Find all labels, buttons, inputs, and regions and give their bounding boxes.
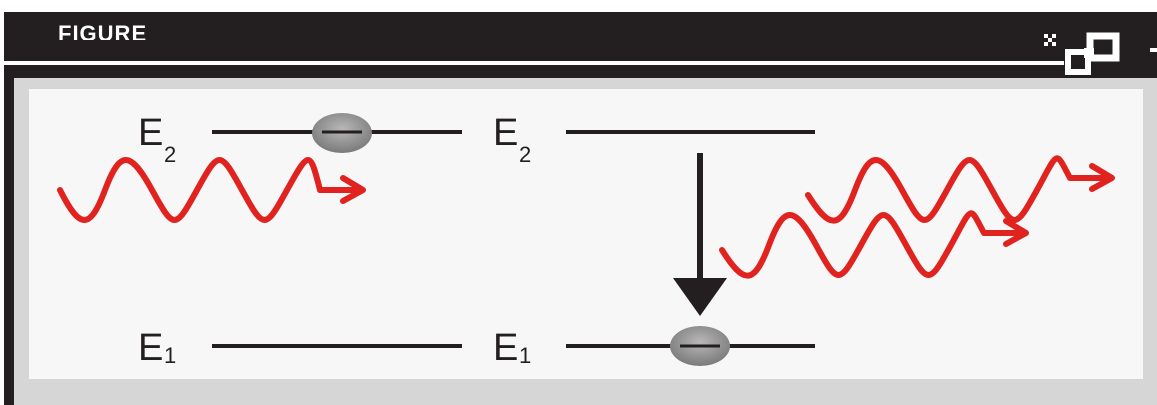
- left-upper-level-label: E 2: [138, 112, 176, 167]
- right-lower-symbol: E: [493, 327, 518, 369]
- electron-icon: [670, 326, 730, 366]
- figure-header-label: FIGURE: [58, 21, 148, 40]
- wave-arrow-icon: [57, 157, 366, 223]
- left-upper-subscript: 2: [164, 142, 176, 167]
- header-divider: [4, 61, 1064, 65]
- right-lower-subscript: 1: [519, 343, 531, 368]
- electron-icon: [312, 113, 372, 153]
- right-upper-symbol: E: [493, 112, 518, 154]
- wave-arrow-icon: [719, 210, 1029, 279]
- left-lower-symbol: E: [138, 327, 163, 369]
- right-lower-level-label: E 1: [493, 327, 531, 369]
- down-arrow-icon: [673, 153, 727, 316]
- left-upper-symbol: E: [138, 112, 163, 154]
- logo-icon: [1044, 32, 1157, 75]
- wave-arrow-icon: [805, 155, 1115, 224]
- left-lower-subscript: 1: [164, 343, 176, 368]
- right-upper-level-label: E 2: [493, 112, 531, 167]
- right-upper-subscript: 2: [519, 142, 531, 167]
- left-lower-level-label: E 1: [138, 327, 176, 369]
